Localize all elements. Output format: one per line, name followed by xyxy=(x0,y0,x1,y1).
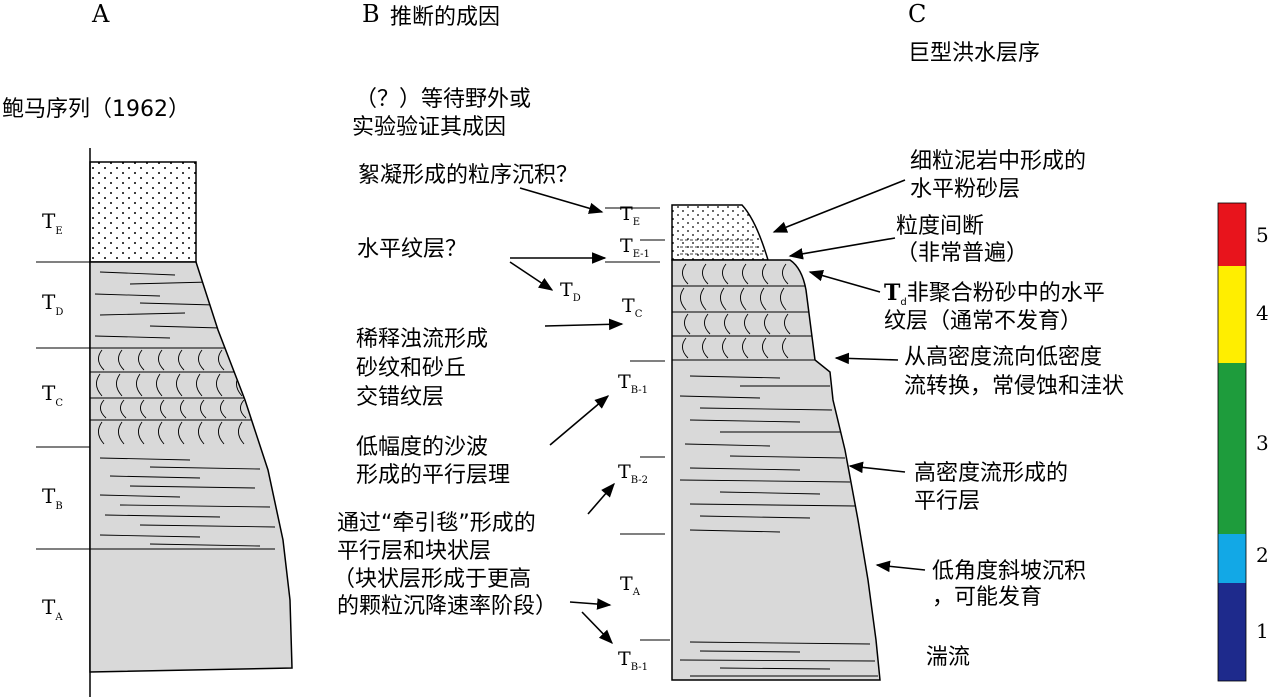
label-dilute-turbidity-2: 砂纹和砂丘 xyxy=(356,356,466,381)
column-b-ticks xyxy=(605,207,670,641)
label-dilute-turbidity: 稀释浊流形成 xyxy=(356,327,488,352)
label-td-lamination-2: 纹层（通常不发育） xyxy=(884,309,1082,334)
color-scale-level-5 xyxy=(1218,203,1246,266)
label-grain-gap-2: （非常普遍） xyxy=(896,241,1028,266)
column-a-te-block xyxy=(89,161,197,263)
color-scale-frame xyxy=(1217,202,1247,682)
column-c-top-lines xyxy=(680,239,765,255)
label-flow-transition-2: 流转换，常侵蚀和洼状 xyxy=(904,374,1124,399)
label-traction-carpet-3: （块状层形成于更高 xyxy=(333,567,531,592)
color-scale-label-1: 1 xyxy=(1256,619,1269,643)
label-unknown-origin: （？）等待野外或 xyxy=(355,87,531,112)
column-c: C 巨型洪水层序 xyxy=(671,0,1124,681)
label-td-lamination: Td非聚合粉砂中的水平 xyxy=(884,280,1105,308)
column-b-unit-ta: TA xyxy=(620,573,641,598)
color-scale: 5 4 3 2 1 xyxy=(1217,202,1269,682)
label-unknown-origin-2: 实验验证其成因 xyxy=(352,115,506,140)
column-b-unit-te1: TE-1 xyxy=(620,235,650,260)
column-a-unit-te: TE xyxy=(42,209,63,237)
color-scale-label-5: 5 xyxy=(1256,223,1269,247)
color-scale-label-3: 3 xyxy=(1256,431,1269,455)
column-c-texture xyxy=(672,263,878,677)
label-dilute-turbidity-3: 交错纹层 xyxy=(356,385,444,410)
column-a-letter: A xyxy=(91,0,110,28)
label-low-angle: 低角度斜坡沉积 xyxy=(932,559,1086,584)
column-b: B 推断的成因 （？）等待野外或 实验验证其成因 絮凝形成的粒序沉积？ 水平纹层… xyxy=(333,0,670,673)
label-grain-gap: 粒度间断 xyxy=(896,214,984,239)
label-turbulence: 湍流 xyxy=(926,645,970,670)
label-flocculation: 絮凝形成的粒序沉积？ xyxy=(358,163,578,188)
label-traction-carpet-2: 平行层和块状层 xyxy=(337,539,491,564)
column-a-unit-ta: TA xyxy=(42,595,63,623)
column-b-title: 推断的成因 xyxy=(390,5,500,30)
column-c-top-block xyxy=(671,204,770,261)
column-a: A 鲍马序列（1962） xyxy=(2,0,293,697)
column-b-unit-tc: TC xyxy=(622,295,643,320)
column-a-unit-tc: TC xyxy=(42,381,63,409)
label-flow-transition: 从高密度流向低密度 xyxy=(904,345,1102,370)
column-a-unit-td: TD xyxy=(42,290,63,318)
column-a-unit-tb: TB xyxy=(42,484,63,512)
column-b-letter: B xyxy=(362,0,380,28)
color-scale-level-3 xyxy=(1218,363,1246,534)
color-scale-label-4: 4 xyxy=(1256,301,1269,325)
column-a-title: 鲍马序列（1962） xyxy=(2,97,190,122)
label-fine-silt: 细粒泥岩中形成的 xyxy=(910,149,1086,174)
column-a-body xyxy=(89,261,293,673)
label-traction-carpet: 通过“牵引毯”形成的 xyxy=(337,511,536,536)
color-scale-level-2 xyxy=(1218,534,1246,583)
label-low-angle-2: ，可能发育 xyxy=(932,585,1042,610)
color-scale-label-2: 2 xyxy=(1256,543,1269,567)
label-traction-carpet-4: 的颗粒沉降速率阶段） xyxy=(337,594,557,619)
column-b-unit-te: TE xyxy=(620,203,640,228)
label-high-density: 高密度流形成的 xyxy=(914,461,1068,486)
label-low-amplitude-2: 形成的平行层理 xyxy=(356,463,510,488)
label-horizontal-lamination: 水平纹层？ xyxy=(357,237,467,262)
label-low-amplitude: 低幅度的沙波 xyxy=(356,435,488,460)
column-c-letter: C xyxy=(908,0,926,28)
column-b-unit-tb1-base: TB-1 xyxy=(618,648,648,673)
color-scale-level-1 xyxy=(1218,583,1246,681)
column-b-unit-tb2: TB-2 xyxy=(618,461,648,486)
column-b-arrows xyxy=(509,187,624,645)
column-a-texture xyxy=(90,271,276,547)
label-high-density-2: 平行层 xyxy=(914,489,980,514)
column-c-title: 巨型洪水层序 xyxy=(908,41,1040,66)
column-b-unit-td: TD xyxy=(560,279,581,304)
column-b-unit-tb1: TB-1 xyxy=(618,371,648,396)
column-c-arrows xyxy=(772,179,926,573)
color-scale-level-4 xyxy=(1218,266,1246,363)
label-fine-silt-2: 水平粉砂层 xyxy=(910,177,1020,202)
